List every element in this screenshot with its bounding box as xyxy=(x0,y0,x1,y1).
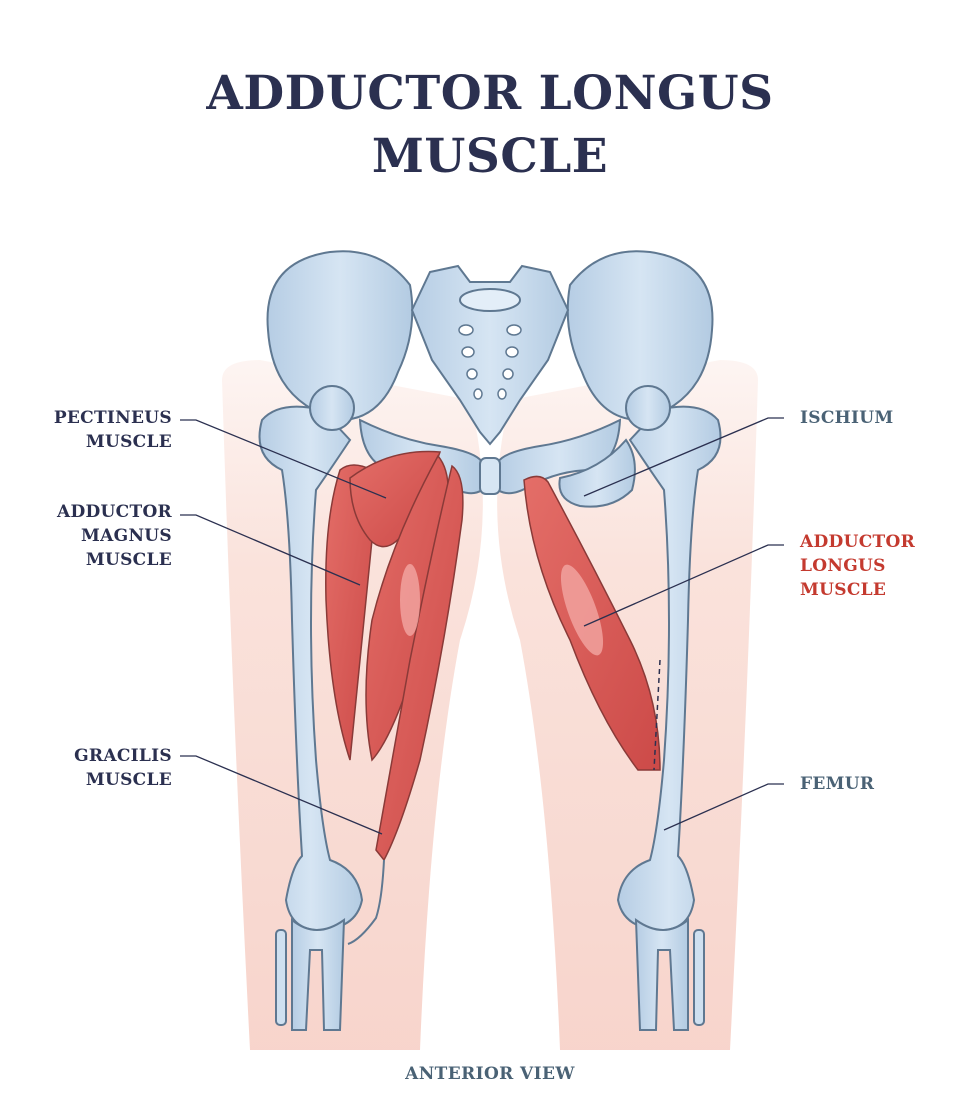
gracilis-label-line-1: GRACILIS xyxy=(74,746,172,766)
gracilis-muscle xyxy=(375,464,464,862)
gracilis-label-line-2: MUSCLE xyxy=(85,770,172,790)
adductor-magnus-label-line-2: MAGNUS xyxy=(81,526,172,546)
ischium-label: ISCHIUM xyxy=(800,406,894,430)
right-iliac-wing xyxy=(566,250,714,422)
ischium-label-line-1: ISCHIUM xyxy=(800,408,894,428)
right-femur xyxy=(616,405,722,932)
pectineus-label: PECTINEUS MUSCLE xyxy=(54,406,172,454)
left-femur xyxy=(258,405,364,932)
pubic-symphysis xyxy=(479,457,501,495)
title-line-1: ADDUCTOR LONGUS xyxy=(206,66,774,121)
gracilis-label: GRACILIS MUSCLE xyxy=(74,744,172,792)
gracilis-tendon xyxy=(347,859,385,945)
adductor-longus-label: ADDUCTOR LONGUS MUSCLE xyxy=(800,530,915,602)
title-line-2: MUSCLE xyxy=(371,129,609,184)
adductor-longus-insertion xyxy=(653,659,661,771)
pectineus-label-line-2: MUSCLE xyxy=(85,432,172,452)
adductor-longus-label-line-3: MUSCLE xyxy=(800,580,887,600)
adductor-longus-label-line-2: LONGUS xyxy=(800,556,886,576)
right-fibula xyxy=(693,929,705,1026)
femur-leader-line xyxy=(663,783,784,831)
adductor-longus-label-line-1: ADDUCTOR xyxy=(800,532,916,552)
left-tibia xyxy=(291,917,346,1031)
adductor-magnus-label: ADDUCTOR MAGNUS MUSCLE xyxy=(57,500,172,572)
pectineus-label-line-1: PECTINEUS xyxy=(53,408,172,428)
left-iliac-wing xyxy=(266,250,414,422)
pectineus-leader-line xyxy=(180,419,387,499)
ischium-leader-line xyxy=(583,417,784,497)
right-tibia xyxy=(634,917,689,1031)
page-title: ADDUCTOR LONGUS MUSCLE xyxy=(0,62,980,188)
view-caption: ANTERIOR VIEW xyxy=(405,1064,575,1084)
gracilis-leader-line xyxy=(180,755,383,835)
adductor-magnus-leader-line xyxy=(180,514,361,586)
femur-label: FEMUR xyxy=(800,772,874,796)
femur-label-line-1: FEMUR xyxy=(800,774,875,794)
adductor-magnus-label-line-1: ADDUCTOR xyxy=(56,502,172,522)
right-ischium xyxy=(558,438,636,508)
adductor-magnus-label-line-3: MUSCLE xyxy=(85,550,172,570)
left-fibula xyxy=(275,929,287,1026)
sacrum xyxy=(410,264,570,446)
adductor-longus-leader-line xyxy=(583,544,784,627)
